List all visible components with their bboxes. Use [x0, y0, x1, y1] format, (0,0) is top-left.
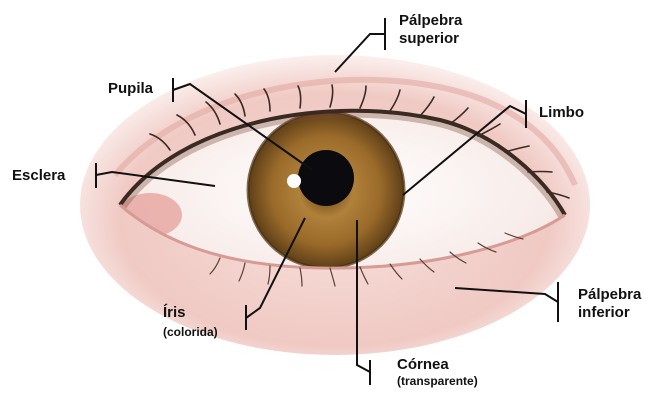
label-iris-note: (colorida) [163, 325, 218, 339]
corneal-highlight [287, 174, 301, 188]
pupil [298, 150, 354, 206]
label-palpebra-superior-line1: Pálpebra [399, 12, 462, 30]
label-pupila: Pupila [108, 80, 153, 98]
label-palpebra-inferior-line2: inferior [578, 304, 641, 322]
label-limbo: Limbo [539, 104, 584, 122]
label-palpebra-superior: Pálpebra superior [399, 12, 462, 48]
label-cornea-title: Córnea [397, 356, 478, 374]
label-cornea-note: (transparente) [397, 374, 478, 388]
label-iris-title: Íris [163, 304, 218, 322]
label-iris: Íris (colorida) [163, 304, 218, 339]
label-palpebra-inferior: Pálpebra inferior [578, 286, 641, 322]
label-esclera: Esclera [12, 167, 65, 185]
label-cornea: Córnea (transparente) [397, 356, 478, 388]
label-palpebra-superior-line2: superior [399, 30, 462, 48]
label-palpebra-inferior-line1: Pálpebra [578, 286, 641, 304]
